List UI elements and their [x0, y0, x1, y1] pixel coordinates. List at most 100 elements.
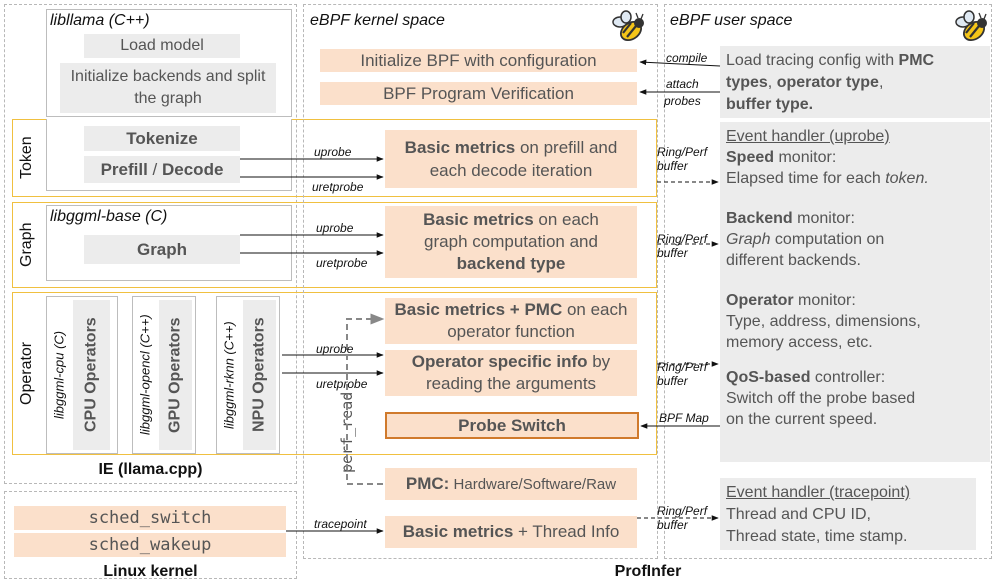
token-uretprobe-label: uretprobe [312, 180, 364, 194]
bpf-map-label: BPF Map [659, 411, 709, 425]
compile-arrow [639, 59, 721, 67]
speed-line1: Speed monitor: [726, 147, 984, 168]
qos-bold: QoS-based [726, 369, 811, 386]
config-line1: Load tracing config with PMC [726, 50, 984, 72]
ring-operator-l2: buffer [657, 374, 688, 388]
config-b3: operator type [776, 74, 879, 91]
bee-icon [612, 10, 644, 41]
init-bpf-box: Initialize BPF with configuration [320, 49, 637, 72]
init-backends-box: Initialize backends and split the graph [60, 63, 276, 113]
speed-rest: monitor: [774, 149, 837, 166]
token-metrics-line1: Basic metrics on prefill and [405, 136, 618, 159]
op-info-rest1: by [587, 352, 611, 371]
ring-graph-l2: buffer [657, 246, 688, 260]
op-info-line1: Operator specific info by [412, 351, 610, 373]
compile-label: compile [666, 51, 708, 65]
tracepoint-handler-box: Event handler (tracepoint) Thread and CP… [720, 478, 976, 550]
ring-graph-l1: Ring/Perf [657, 232, 708, 246]
config-b1: PMC [898, 52, 935, 69]
backend-rest: monitor: [792, 210, 855, 227]
speed-bold: Speed [726, 149, 775, 166]
qos-rest: controller: [810, 369, 886, 386]
ebpf-user-title: eBPF user space [670, 12, 793, 29]
tokenize-box: Tokenize [84, 126, 240, 151]
graph-box: Graph [84, 235, 240, 264]
pmc-bold: PMC: [405, 474, 450, 493]
ring-token-l1: Ring/Perf [657, 145, 708, 159]
ring-token-l2: buffer [657, 159, 688, 173]
sched-switch-box: sched_switch [14, 506, 286, 530]
tracepoint-handler-title: Event handler (tracepoint) [726, 484, 911, 501]
qos-line2: Switch off the probe based [726, 390, 916, 407]
ebpf-user-container [664, 4, 992, 559]
token-metrics-line2: each decode iteration [429, 161, 593, 180]
ring-thread-l1: Ring/Perf [657, 504, 708, 518]
graph-uprobe-label: uprobe [316, 221, 354, 235]
thread-metrics-box: Basic metrics + Thread Info [385, 516, 637, 548]
probe-switch-box: Probe Switch [385, 412, 639, 439]
ebpf-kernel-container [303, 4, 658, 559]
ring-thread-l2: buffer [657, 518, 688, 532]
ie-caption: IE (llama.cpp) [98, 461, 203, 478]
op-metrics-line2: operator function [447, 322, 575, 341]
config-line3: buffer type. [726, 96, 814, 113]
graph-metrics-line2: graph computation and [424, 232, 598, 251]
uprobe-handler-title: Event handler (uprobe) [726, 128, 890, 145]
config-t2: , [767, 74, 777, 91]
op-info-box: Operator specific info by reading the ar… [385, 350, 637, 396]
token-metrics-rest1: on prefill and [515, 138, 618, 157]
graph-metrics-box: Basic metrics on each graph computation … [385, 206, 637, 278]
speed-line2b: token. [885, 170, 929, 187]
linux-kernel-caption: Linux kernel [103, 563, 198, 580]
graph-metrics-line3: backend type [456, 254, 566, 273]
linux-kernel-container [4, 491, 297, 579]
backend-bold: Backend [726, 210, 793, 227]
op-uretprobe-label: uretprobe [316, 377, 368, 391]
init-backends-text: Initialize backends and split the graph [70, 68, 266, 107]
bpf-verification-box: BPF Program Verification [320, 82, 637, 105]
ebpf-kernel-title: eBPF kernel space [310, 12, 445, 29]
qos-line3: on the current speed. [726, 411, 878, 428]
ie-container [4, 4, 297, 484]
libggml-base-title: libggml-base (C) [50, 208, 168, 225]
thread-line2: Thread state, time stamp. [726, 528, 908, 545]
npu-ops-box [243, 300, 276, 450]
ring-operator-l1: Ring/Perf [657, 360, 708, 374]
pmc-rest: Hardware/Software/Raw [449, 475, 617, 493]
operator-mon-rest: monitor: [793, 292, 856, 309]
sched-wakeup-box: sched_wakeup [14, 533, 286, 557]
config-line2: types, operator type, [726, 72, 984, 94]
operator-mon-line3: memory access, etc. [726, 334, 873, 351]
speed-line2a: Elapsed time for each [726, 170, 886, 187]
config-t1: Load tracing config with [726, 52, 899, 69]
backend-line2b: computation on [770, 231, 885, 248]
gpu-ops-box [159, 300, 192, 450]
prefill-sep: / [147, 159, 162, 179]
pmc-box: PMC: Hardware/Software/Raw [385, 468, 637, 500]
op-uprobe-label: uprobe [316, 342, 354, 356]
op-metrics-bold: Basic metrics + PMC [394, 300, 563, 319]
qos-line1: QoS-based controller: [726, 367, 984, 388]
operator-mon-line1: Operator monitor: [726, 290, 984, 311]
token-uprobe-label: uprobe [314, 145, 352, 159]
backend-line1: Backend monitor: [726, 208, 984, 229]
op-metrics-rest1: on each [562, 300, 628, 319]
cpu-ops-box [73, 300, 110, 450]
graph-uretprobe-label: uretprobe [316, 256, 368, 270]
uprobe-handler-box: Event handler (uprobe) Speed monitor: El… [720, 122, 990, 462]
graph-row [12, 202, 657, 288]
config-b2: types [726, 74, 768, 91]
backend-line2a: Graph [726, 231, 771, 248]
token-row [12, 119, 657, 197]
graph-metrics-line1: Basic metrics on each [423, 209, 599, 231]
config-box: Load tracing config with PMC types, oper… [720, 46, 990, 118]
backend-line2: Graph computation on [726, 229, 984, 250]
op-info-bold: Operator specific info [411, 352, 588, 371]
backend-line3: different backends. [726, 252, 861, 269]
graph-metrics-rest1: on each [533, 210, 599, 229]
